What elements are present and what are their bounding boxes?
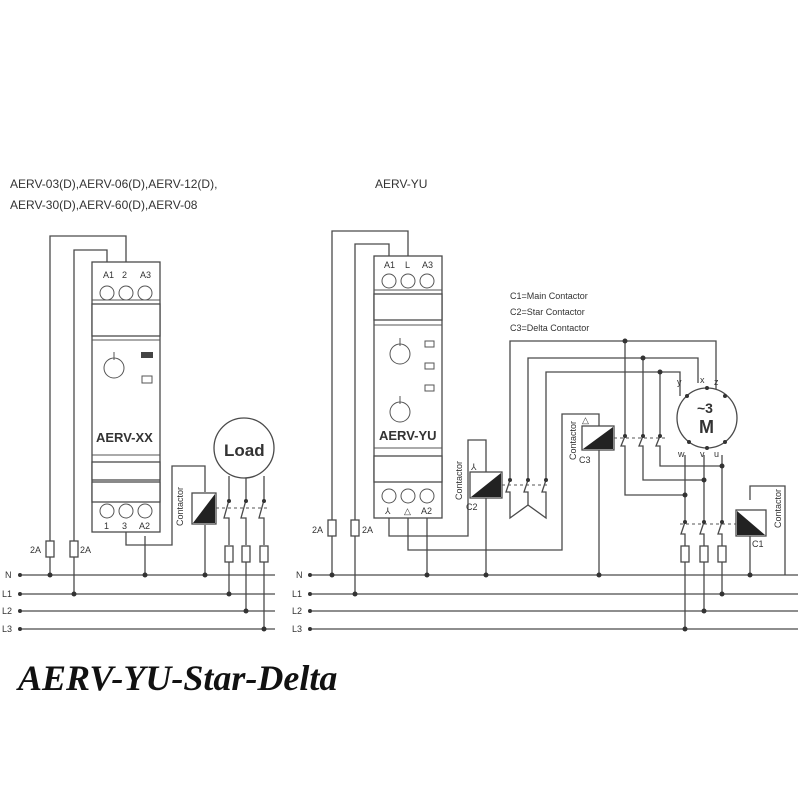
left-device-label: AERV-XX (96, 430, 153, 445)
relay-aerv-yu (373, 255, 443, 519)
c3-delta-symbol: △ (582, 415, 589, 425)
left-top-terminal-3: A3 (140, 270, 151, 280)
c3-contactor-label: Contactor (568, 421, 578, 460)
left-bus (18, 572, 275, 632)
caption: AERV-YU-Star-Delta (16, 658, 337, 698)
left-wiring (49, 235, 206, 594)
left-models-line1: AERV-03(D),AERV-06(D),AERV-12(D), (10, 177, 217, 191)
left-line-n: N (5, 570, 12, 580)
left-bottom-terminal-3: A2 (139, 521, 150, 531)
c2-star-symbol: ⅄ (470, 462, 477, 472)
c1-id: C1 (752, 539, 764, 549)
left-contactor-switches (216, 476, 270, 629)
left-bottom-terminal-1: 1 (104, 521, 109, 531)
left-line-l3: L3 (2, 624, 12, 634)
right-line-l1: L1 (292, 589, 302, 599)
right-fuse-2-label: 2A (362, 525, 373, 535)
contactor-c2 (469, 471, 550, 520)
motor-terminal-w: w (677, 449, 685, 459)
right-fuse-1-label: 2A (312, 525, 323, 535)
motor-terminal-v: v (700, 449, 705, 459)
contactor-c3 (581, 425, 668, 451)
legend-c3: C3=Delta Contactor (510, 323, 589, 333)
c2-id: C2 (466, 502, 478, 512)
motor (676, 386, 738, 450)
right-top-terminal-2: L (405, 260, 410, 270)
left-contactor-coil (191, 492, 217, 525)
left-models-line2: AERV-30(D),AERV-60(D),AERV-08 (10, 198, 198, 212)
right-bottom-terminal-1: ⅄ (384, 506, 391, 516)
left-fuse-2 (69, 540, 79, 558)
motor-terminal-x: x (700, 375, 705, 385)
right-bottom-terminal-2: △ (404, 506, 411, 516)
right-device-label: AERV-YU (379, 428, 437, 443)
legend-c2: C2=Star Contactor (510, 307, 585, 317)
motor-terminal-z: z (714, 377, 719, 387)
right-bottom-terminal-3: A2 (421, 506, 432, 516)
right-line-l2: L2 (292, 606, 302, 616)
motor-terminal-y: y (677, 377, 682, 387)
left-line-l2: L2 (2, 606, 12, 616)
c2-contactor-label: Contactor (454, 461, 464, 500)
right-fuse-1 (327, 519, 337, 537)
left-top-terminal-1: A1 (103, 270, 114, 280)
left-bottom-terminal-2: 3 (122, 521, 127, 531)
led-indicator (141, 352, 153, 358)
right-bus (308, 338, 798, 632)
legend-c1: C1=Main Contactor (510, 291, 588, 301)
motor-label: M (699, 417, 714, 437)
left-fuse-1 (45, 540, 55, 558)
left-fuse-1-label: 2A (30, 545, 41, 555)
c3-id: C3 (579, 455, 591, 465)
left-contactor-label: Contactor (175, 487, 185, 526)
c1-contactor-label: Contactor (773, 489, 783, 528)
right-fuse-2 (350, 519, 360, 537)
contactor-c1 (680, 509, 767, 629)
motor-phase: ~3 (697, 400, 713, 416)
relay-aerv-xx (91, 261, 161, 533)
right-top-terminal-3: A3 (422, 260, 433, 270)
right-line-n: N (296, 570, 303, 580)
right-wiring (331, 230, 786, 594)
load-label: Load (224, 441, 265, 460)
right-line-l3: L3 (292, 624, 302, 634)
right-top-terminal-1: A1 (384, 260, 395, 270)
left-line-l1: L1 (2, 589, 12, 599)
left-top-terminal-2: 2 (122, 270, 127, 280)
left-fuse-2-label: 2A (80, 545, 91, 555)
motor-terminal-u: u (714, 449, 719, 459)
load-circle (213, 417, 275, 479)
right-title: AERV-YU (375, 177, 427, 191)
